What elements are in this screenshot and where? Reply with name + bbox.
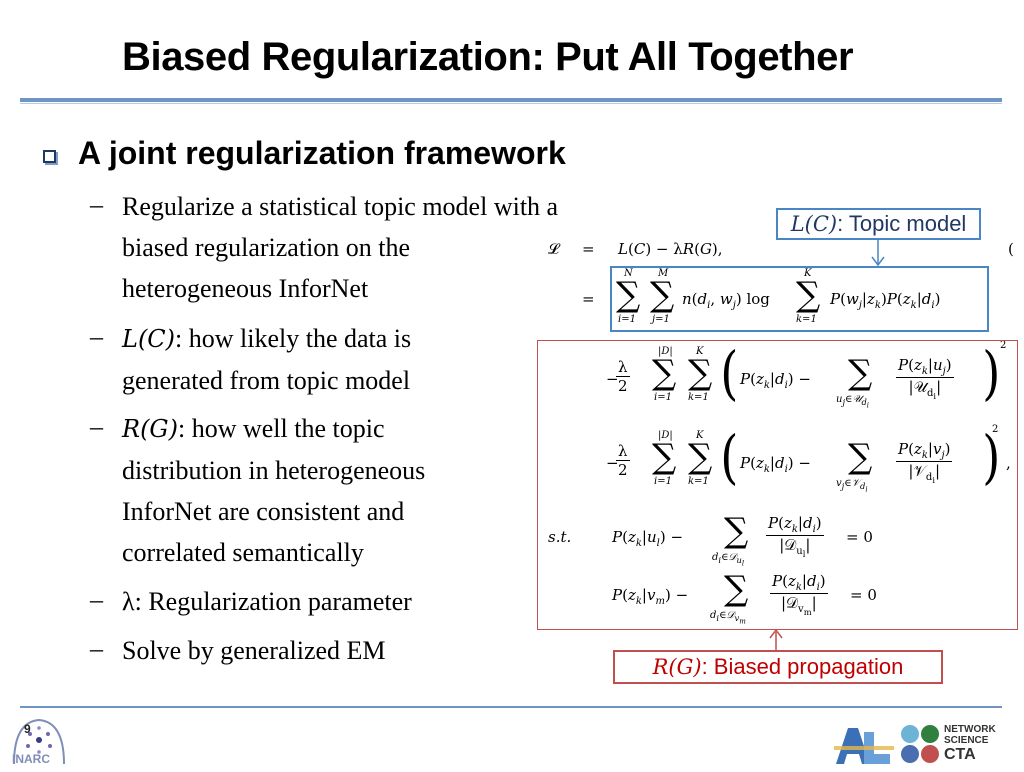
bullet-1-line-2: biased regularization on the — [122, 233, 411, 262]
objective-formula: 𝓛 = L(C) − λR(G), ( = N ∑ i=1 M ∑ j=1 n(… — [548, 240, 1014, 626]
bullet-2-line-1: : how likely the data is — [175, 324, 412, 353]
inarc-logo: 9 INARC — [8, 712, 70, 768]
bullet-3-line-3: InforNet are consistent and — [122, 497, 405, 526]
arrow-up-icon — [769, 628, 783, 650]
bullet-5: Solve by generalized EM — [122, 636, 386, 665]
inarc-logo-text: INARC — [12, 752, 50, 766]
bullet-3-line-1: : how well the topic — [177, 414, 385, 443]
square-bullet-icon — [43, 150, 56, 163]
bullet-1-line-3: heterogeneous InforNet — [122, 274, 369, 303]
dash-bullet: – — [90, 190, 103, 219]
bullet-1: Regularize a statistical topic model wit… — [122, 186, 558, 309]
topic-model-label: L(C): Topic model — [776, 208, 981, 240]
bullet-4: λ: Regularization parameter — [122, 587, 412, 616]
biased-propagation-label: R(G): Biased propagation — [613, 650, 943, 684]
logo-text-cta: CTA — [944, 746, 976, 763]
dash-bullet: – — [90, 585, 103, 614]
bullet-3-math: R(G) — [122, 415, 178, 443]
logo-text-network: NETWORK — [944, 724, 996, 735]
arrow-down-icon — [871, 238, 885, 267]
topic-model-highlight-box — [610, 266, 989, 332]
bullet-3-line-4: correlated semantically — [122, 538, 364, 567]
bullet-2-line-2: generated from topic model — [122, 366, 411, 395]
biased-propagation-highlight-box — [537, 340, 1018, 630]
network-science-cta-logo: NETWORK SCIENCE CTA — [898, 722, 1008, 768]
bullet-2: L(C): how likely the data is generated f… — [122, 318, 411, 401]
bullet-3: R(G): how well the topic distribution in… — [122, 408, 425, 573]
page-number: 9 — [24, 722, 31, 736]
bullet-3-line-2: distribution in heterogeneous — [122, 456, 426, 485]
dash-bullet: – — [90, 322, 103, 351]
logo-text-science: SCIENCE — [944, 735, 989, 746]
section-heading: A joint regularization framework — [78, 135, 566, 171]
footer-divider — [20, 706, 1002, 708]
bullet-1-line-1: Regularize a statistical topic model wit… — [122, 192, 559, 221]
arl-logo-text: ARL — [834, 724, 835, 725]
slide-title: Biased Regularization: Put All Together — [122, 35, 854, 79]
arl-logo: ARL — [834, 724, 894, 768]
dash-bullet: – — [90, 412, 103, 441]
bullet-2-math: L(C) — [122, 325, 176, 353]
title-divider-thin — [20, 103, 1002, 104]
dash-bullet: – — [90, 634, 103, 663]
title-divider — [20, 98, 1002, 102]
